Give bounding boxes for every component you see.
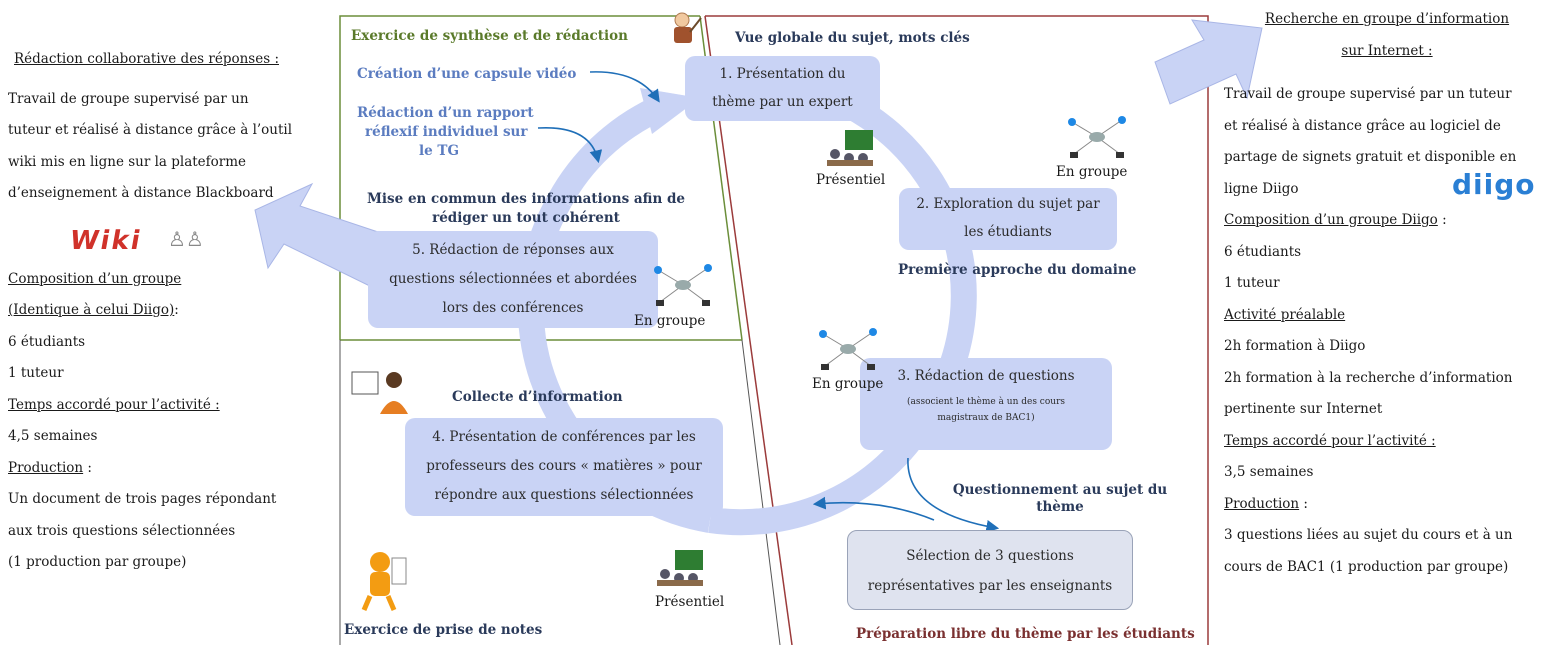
presenter-icon — [350, 368, 410, 416]
global-view-heading: Vue globale du sujet, mots clés — [735, 30, 970, 46]
note-taking-heading: Exercice de prise de notes — [344, 622, 543, 638]
left-description-line: d’enseignement à distance Blackboard — [8, 185, 274, 201]
step-4-box: 4. Présentation de conférences par les p… — [405, 418, 723, 516]
right-description-line: et réalisé à distance grâce au logiciel … — [1224, 117, 1501, 134]
right-description-line: partage de signets gratuit et disponible… — [1224, 149, 1517, 165]
right-composition-label: Composition d’un groupe Diigo — [1224, 212, 1438, 228]
arrow-to-right-panel — [1154, 19, 1263, 105]
right-production-label: Production — [1224, 495, 1300, 512]
group-network-icon — [1062, 112, 1132, 162]
left-item: 6 étudiants — [8, 333, 86, 350]
right-prior-item: pertinente sur Internet — [1224, 401, 1383, 417]
free-preparation-heading: Préparation libre du thème par les étudi… — [856, 626, 1195, 642]
preparation-frame — [705, 15, 1209, 645]
mode-label-group: En groupe — [812, 376, 884, 392]
selection-box: Sélection de 3 questions représentatives… — [847, 530, 1133, 610]
mode-label-group: En groupe — [634, 313, 706, 329]
reflexive-report-label: Rédaction d’un rapport réflexif individu… — [357, 105, 534, 159]
left-production-line: (1 production par groupe) — [8, 554, 187, 570]
right-panel: Recherche en groupe d’information sur In… — [1224, 4, 1550, 583]
classroom-icon — [655, 548, 705, 588]
step-1-box: 1. Présentation du thème par un expert — [685, 56, 880, 121]
step-5-box: 5. Rédaction de réponses aux questions s… — [368, 231, 658, 328]
left-composition-line: (Identique à celui Diigo) — [8, 302, 175, 318]
right-prior-item: 2h formation à la recherche d’informatio… — [1224, 369, 1513, 386]
left-production-label: Production — [8, 459, 84, 476]
left-item: 1 tuteur — [8, 365, 64, 381]
left-panel-title: Rédaction collaborative des réponses : — [14, 51, 279, 67]
classroom-icon — [825, 128, 875, 168]
left-time-label: Temps accordé pour l’activité : — [8, 396, 220, 413]
wiki-logo: Wiki ♙♙ — [67, 225, 204, 256]
right-time-label: Temps accordé pour l’activité : — [1224, 432, 1436, 449]
group-network-icon — [650, 262, 716, 308]
left-description-line: tuteur et réalisé à distance grâce à l’o… — [8, 122, 293, 138]
right-title-line: sur Internet : — [1341, 42, 1433, 59]
expert-icon — [668, 10, 702, 50]
mode-label-presentiel: Présentiel — [816, 172, 886, 188]
right-prior-label: Activité préalable — [1224, 306, 1346, 323]
right-title-line: Recherche en groupe d’information — [1264, 11, 1510, 27]
synthesis-exercise-heading: Exercice de synthèse et de rédaction — [351, 28, 628, 44]
left-time-value: 4,5 semaines — [8, 428, 98, 444]
right-item: 6 étudiants — [1224, 243, 1302, 260]
questioning-heading: Questionnement au sujet du thème — [952, 482, 1168, 515]
right-prior-item: 2h formation à Diigo — [1224, 338, 1366, 354]
left-production-line: aux trois questions sélectionnées — [8, 522, 236, 539]
left-composition-line: Composition d’un groupe — [8, 270, 182, 287]
mode-label-presentiel: Présentiel — [655, 594, 725, 610]
step-2-box: 2. Exploration du sujet par les étudiant… — [899, 188, 1117, 250]
first-approach-heading: Première approche du domaine — [898, 262, 1137, 278]
right-description-line: Travail de groupe supervisé par un tuteu… — [1224, 86, 1512, 102]
group-network-icon — [815, 326, 881, 372]
note-taking-icon — [356, 548, 416, 614]
left-production-line: Un document de trois pages répondant — [8, 491, 277, 507]
diigo-logo: diigo — [1452, 167, 1536, 201]
right-time-value: 3,5 semaines — [1224, 464, 1314, 480]
right-production-line: cours de BAC1 (1 production par groupe) — [1224, 558, 1509, 575]
right-production-line: 3 questions liées au sujet du cours et à… — [1224, 527, 1513, 543]
info-collection-heading: Collecte d’information — [452, 389, 623, 405]
left-panel: Rédaction collaborative des réponses : T… — [8, 44, 333, 579]
pooling-heading: Mise en commun des informations afin de … — [366, 191, 685, 226]
left-description-line: Travail de groupe supervisé par un — [8, 90, 249, 107]
left-description-line: wiki mis en ligne sur la plateforme — [8, 153, 247, 170]
mode-label-group: En groupe — [1056, 164, 1128, 180]
step-3-box: 3. Rédaction de questions (associent le … — [860, 358, 1112, 450]
right-item: 1 tuteur — [1224, 275, 1280, 291]
video-capsule-label: Création d’une capsule vidéo — [357, 66, 577, 82]
right-description-line: ligne Diigo — [1224, 180, 1299, 197]
